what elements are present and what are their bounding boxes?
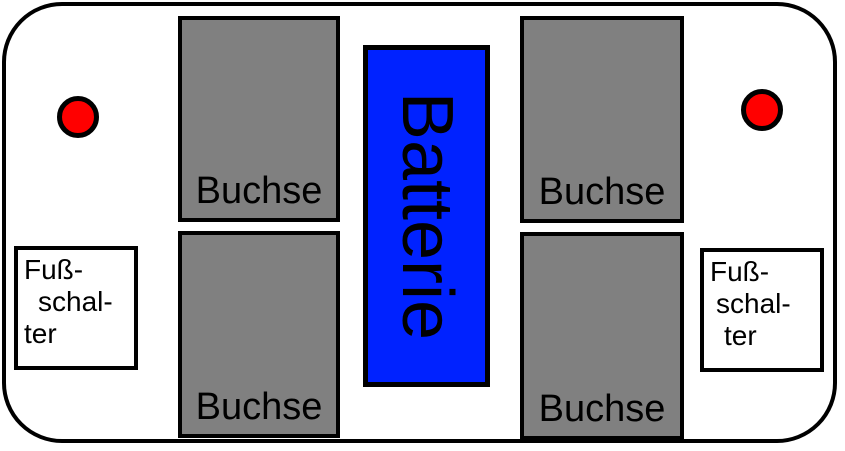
socket-bottom-left: Buchse xyxy=(178,231,340,438)
socket-label: Buchse xyxy=(538,388,666,430)
led-left-indicator xyxy=(57,96,99,138)
socket-bottom-right: Buchse xyxy=(520,232,684,440)
socket-label: Buchse xyxy=(195,386,323,428)
socket-top-right: Buchse xyxy=(520,16,684,223)
led-right-indicator xyxy=(741,89,783,131)
foot-switch-line: schal- xyxy=(38,286,113,317)
foot-switch-line: Fuß- xyxy=(710,256,770,287)
foot-switch-line: schal- xyxy=(716,288,791,319)
socket-label: Buchse xyxy=(538,171,666,213)
foot-switch-line: ter xyxy=(724,320,757,351)
socket-label: Buchse xyxy=(195,170,323,212)
battery-label: Batterie xyxy=(386,91,467,341)
battery-block: Batterie xyxy=(363,45,490,387)
foot-switch-line: Fuß- xyxy=(24,254,84,285)
foot-switch-line: ter xyxy=(24,318,57,349)
socket-top-left: Buchse xyxy=(178,16,340,222)
foot-switch-right: Fuß- schal- ter xyxy=(700,248,824,372)
foot-switch-left: Fuß- schal- ter xyxy=(14,246,138,370)
